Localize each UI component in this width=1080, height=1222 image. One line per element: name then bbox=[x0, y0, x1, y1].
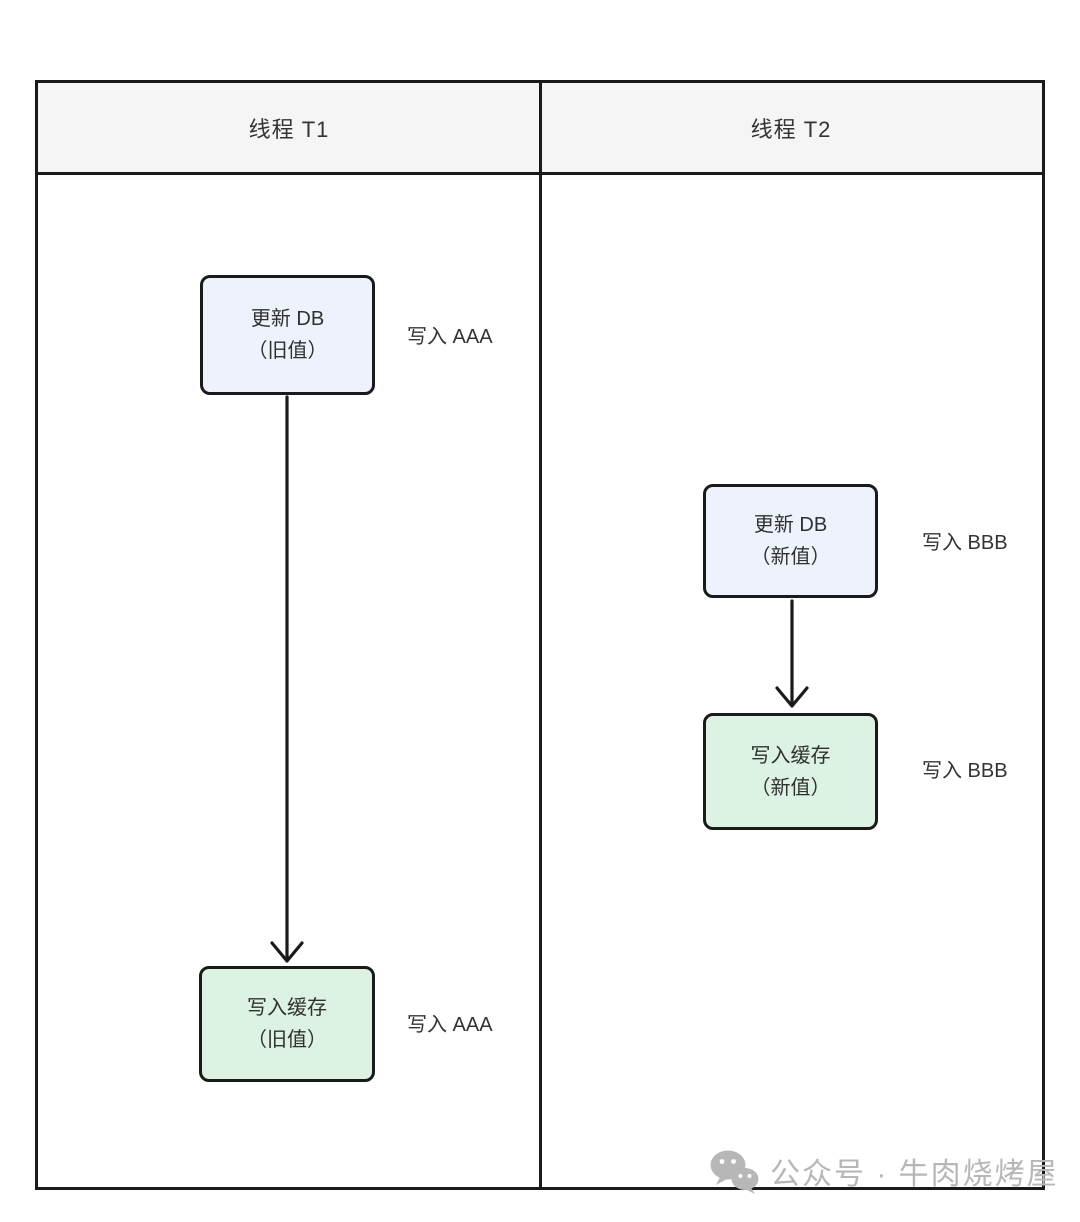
swimlane-frame: 线程 T1 线程 T2 更新 DB （旧值） 写入缓存 （旧值） 更新 DB （… bbox=[35, 80, 1045, 1190]
node-title: 写入缓存 bbox=[750, 744, 831, 767]
watermark: 公众号 · 牛肉烧烤屋 bbox=[708, 1148, 1059, 1194]
lane-header-thread-t1: 线程 T1 bbox=[248, 116, 330, 142]
node-t2-write-cache-new: 写入缓存 （新值） bbox=[703, 713, 878, 830]
annotation-t2-write-bbb-cache: 写入 BBB bbox=[922, 760, 1008, 782]
lane-divider bbox=[538, 83, 542, 1187]
wechat-icon bbox=[710, 1150, 759, 1194]
arrow-t2-db-to-cache bbox=[775, 599, 809, 708]
node-t2-update-db-new: 更新 DB （新值） bbox=[703, 484, 878, 598]
node-subtitle: （新值） bbox=[750, 776, 831, 799]
annotation-t2-write-bbb-db: 写入 BBB bbox=[922, 532, 1008, 554]
lane-header-thread-t2: 线程 T2 bbox=[750, 116, 832, 142]
node-subtitle: （旧值） bbox=[247, 1029, 327, 1051]
node-title: 更新 DB bbox=[250, 308, 325, 330]
annotation-t1-write-aaa-cache: 写入 AAA bbox=[407, 1014, 493, 1036]
watermark-text: 公众号 · 牛肉烧烤屋 bbox=[770, 1158, 1059, 1191]
node-title: 写入缓存 bbox=[247, 997, 327, 1019]
node-t1-write-cache-old: 写入缓存 （旧值） bbox=[199, 966, 375, 1082]
node-title: 更新 DB bbox=[753, 514, 828, 536]
annotation-t1-write-aaa-db: 写入 AAA bbox=[407, 326, 493, 348]
node-subtitle: （新值） bbox=[750, 546, 831, 568]
arrow-t1-db-to-cache bbox=[270, 395, 304, 963]
node-subtitle: （旧值） bbox=[247, 340, 328, 362]
node-t1-update-db-old: 更新 DB （旧值） bbox=[200, 275, 375, 395]
